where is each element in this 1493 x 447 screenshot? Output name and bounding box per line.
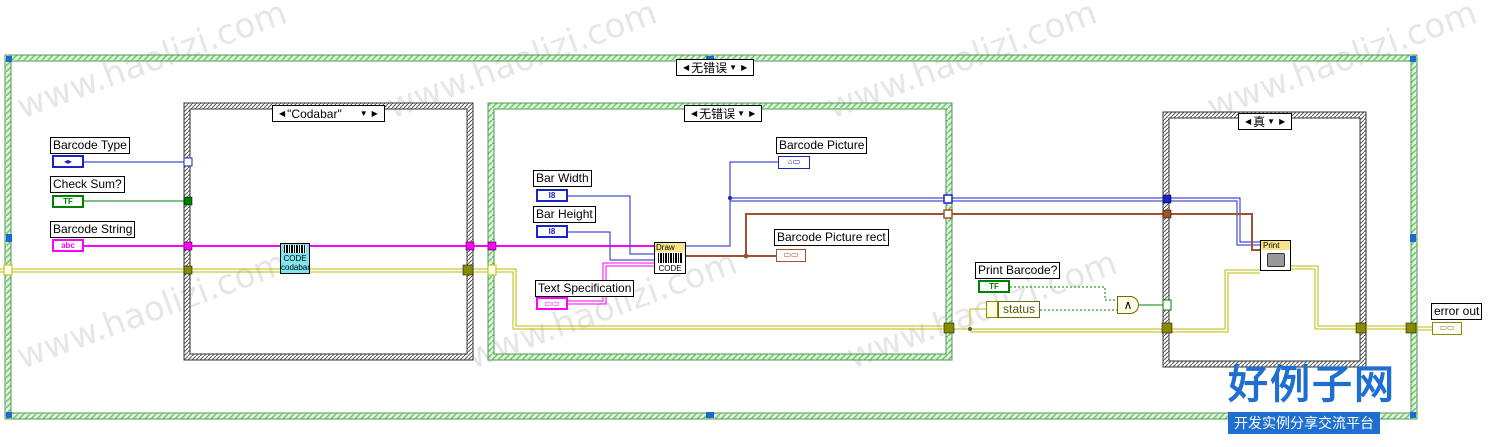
status-element[interactable]: status: [998, 301, 1041, 318]
barcode-string-terminal[interactable]: abc: [52, 239, 84, 252]
bar-height-terminal[interactable]: I8: [536, 225, 568, 238]
dropdown-arrow-icon[interactable]: ▼: [737, 108, 746, 118]
dropdown-arrow-icon[interactable]: ▼: [359, 108, 368, 118]
brand-logo-text: 好例子网: [1228, 362, 1396, 408]
brand-subtitle: 开发实例分享交流平台: [1228, 412, 1380, 434]
left-arrow-icon[interactable]: ◀: [279, 108, 286, 118]
left-arrow-icon[interactable]: ◀: [691, 108, 698, 118]
left-arrow-icon[interactable]: ◀: [683, 62, 690, 72]
barcode-icon: [284, 245, 306, 253]
codabar-case-structure[interactable]: [183, 102, 474, 361]
dropdown-arrow-icon[interactable]: ▼: [729, 62, 738, 72]
error-out-terminal[interactable]: ▭▭: [1432, 322, 1462, 335]
right-arrow-icon[interactable]: ▶: [371, 108, 378, 118]
error-out-label: error out: [1431, 303, 1483, 320]
check-sum-label: Check Sum?: [50, 176, 125, 193]
boolean-wire: [84, 200, 1166, 311]
and-function[interactable]: ∧: [1117, 296, 1139, 314]
rect-wire: [686, 213, 1260, 257]
barcode-picture-label: Barcode Picture: [776, 137, 868, 154]
barcode-type-terminal[interactable]: ◂▸: [52, 155, 84, 168]
codabar-case-selector[interactable]: ◀ "Codabar" ▼ ▶: [272, 105, 385, 122]
unbundle-node[interactable]: [986, 301, 998, 318]
bar-width-label: Bar Width: [533, 170, 592, 187]
barcode-picture-terminal[interactable]: ⌂▭: [778, 156, 810, 169]
text-specification-label: Text Specification: [535, 280, 635, 297]
draw-case-selector[interactable]: ◀ 无错误 ▼ ▶: [684, 105, 763, 122]
bar-height-label: Bar Height: [533, 206, 596, 223]
print-subvi[interactable]: Print: [1260, 240, 1291, 271]
picture-wire: [686, 161, 1260, 247]
barcode-icon: [658, 253, 682, 263]
bar-width-terminal[interactable]: I8: [536, 189, 568, 202]
right-arrow-icon[interactable]: ▶: [749, 108, 756, 118]
print-barcode-terminal[interactable]: TF: [978, 280, 1010, 293]
print-barcode-label: Print Barcode?: [975, 262, 1061, 279]
outer-case-selector[interactable]: ◀ 无错误 ▼ ▶: [676, 59, 755, 76]
barcode-picture-rect-terminal[interactable]: ▭▭: [776, 249, 806, 262]
codabar-subvi[interactable]: CODE codabar: [280, 243, 310, 274]
right-arrow-icon[interactable]: ▶: [1279, 116, 1286, 126]
tunnel[interactable]: [3, 56, 1417, 418]
text-specification-terminal[interactable]: ▭▭: [536, 297, 568, 310]
barcode-picture-rect-label: Barcode Picture rect: [774, 229, 889, 246]
barcode-type-label: Barcode Type: [50, 137, 130, 154]
left-arrow-icon[interactable]: ◀: [1245, 116, 1252, 126]
integer-wire: [84, 161, 654, 261]
dropdown-arrow-icon[interactable]: ▼: [1267, 116, 1276, 126]
print-case-selector[interactable]: ◀ 真 ▼ ▶: [1238, 113, 1293, 130]
error-wire: [0, 265, 1432, 333]
barcode-string-label: Barcode String: [50, 221, 136, 238]
right-arrow-icon[interactable]: ▶: [741, 62, 748, 72]
draw-code-subvi[interactable]: Draw CODE: [654, 242, 686, 274]
printer-icon: [1266, 253, 1285, 267]
check-sum-terminal[interactable]: TF: [52, 195, 84, 208]
wire-junction: [728, 196, 972, 331]
